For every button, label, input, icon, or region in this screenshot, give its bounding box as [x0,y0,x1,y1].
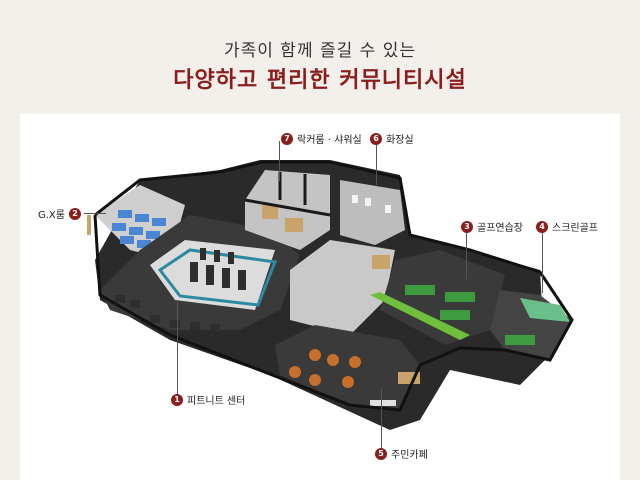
callout-line-restroom [376,141,377,185]
callout-number-badge: 3 [461,220,473,233]
callout-fitness-center: 1 피트니트 센터 [171,392,245,407]
locker-room-door-1 [262,205,278,219]
golf-range-turf [405,285,475,320]
callout-label: G.X룸 [38,210,65,221]
screen-golf-mat [505,335,535,345]
callout-number-badge: 5 [375,447,387,460]
callout-number-badge: 1 [171,393,183,406]
cafe-tables [289,349,361,388]
callout-line-screen [542,231,543,293]
callout-line-fitness [177,300,178,394]
locker-room-floor [245,170,330,250]
gx-room-mats [112,210,166,248]
cafe-floor [275,325,420,410]
lobby-floor [290,240,395,335]
page-title: 다양하고 편리한 커뮤니티시설 [173,68,467,93]
locker-room-door-2 [285,218,303,232]
restroom-fixtures [352,195,391,213]
callout-number-badge: 7 [281,132,293,145]
callout-number-badge: 2 [68,207,81,220]
callout-screen-golf: 4 스크린골프 [536,219,598,234]
callout-label: 락커룸 · 샤워실 [297,135,362,146]
golf-range-floor [380,250,505,345]
fitness-track [157,248,278,307]
callout-line-cafe [381,388,382,448]
callout-number-badge: 6 [370,132,382,145]
gx-room-door [87,215,91,235]
page-subtitle: 가족이 함께 즐길 수 있는 [223,41,416,61]
fitness-equipment [115,248,246,332]
callout-restroom: 6 화장실 [370,131,414,146]
callout-line-locker [279,141,280,181]
callout-label: 피트니트 센터 [187,396,246,407]
callout-label: 골프연습장 [477,223,523,234]
callout-line-golf [466,231,467,279]
screen-golf-screen [520,298,570,322]
callout-label: 화장실 [386,135,414,146]
callout-locker-shower: 7 락커룸 · 샤워실 [281,131,362,146]
locker-room-walls [244,172,331,217]
callout-label: 스크린골프 [552,223,598,234]
lobby-wood-panel [372,255,390,269]
callout-number-badge: 4 [536,220,548,233]
callout-resident-cafe: 5 주민카페 [375,446,428,461]
callout-gx-room: G.X룸 2 [38,206,81,221]
outer-wall-outline [93,160,574,412]
callout-label: 주민카페 [391,450,428,461]
cafe-shelf [370,400,396,406]
golf-range-mat-strip [370,292,470,340]
callout-golf-range: 3 골프연습장 [461,219,523,234]
callout-line-gx [84,213,106,214]
